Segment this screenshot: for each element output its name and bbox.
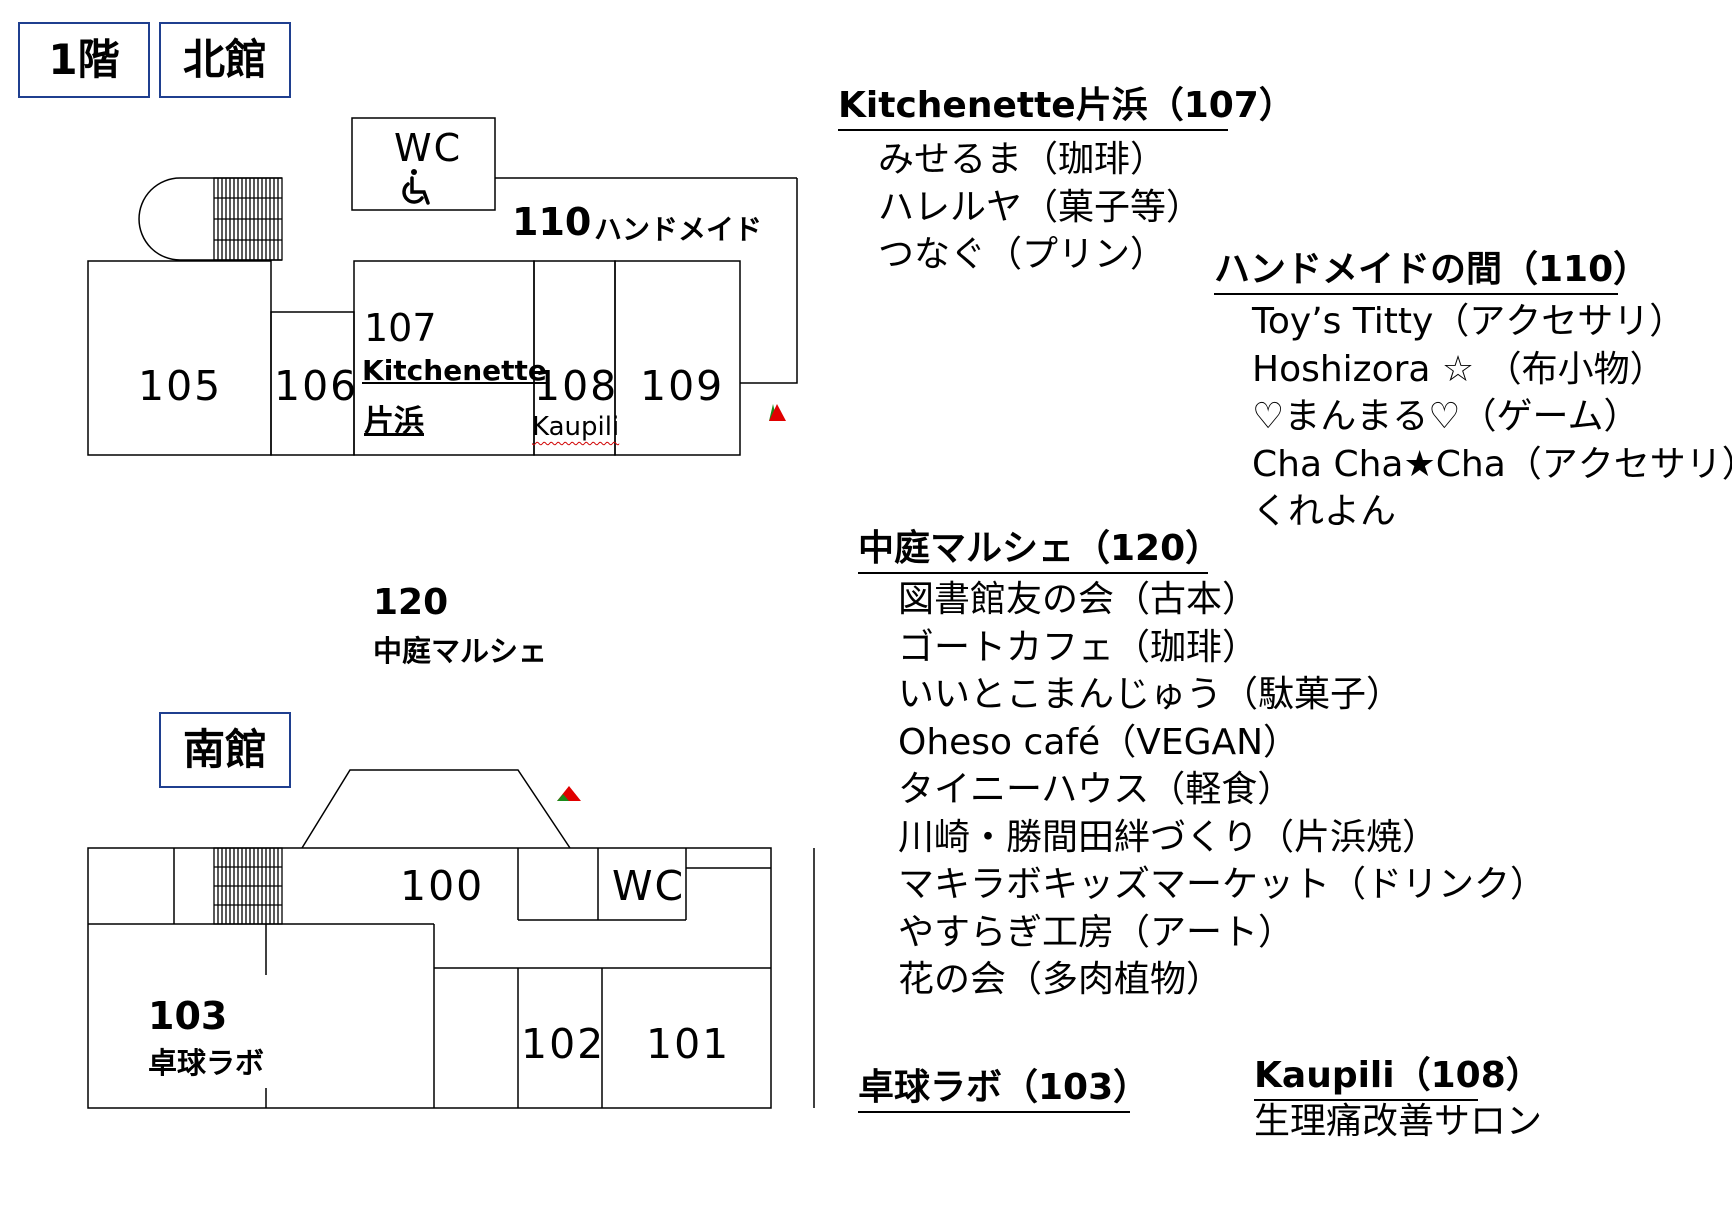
list-item: ゴートカフェ（珈琲） — [898, 626, 1259, 668]
list-item: ♡まんまる♡（ゲーム） — [1252, 396, 1640, 437]
room-101-label: 101 — [646, 1020, 731, 1068]
list-item: Cha Cha★Cha（アクセサリ） — [1252, 443, 1732, 485]
entrance-marker-icon — [769, 404, 786, 421]
room-107-number: 107 — [364, 306, 437, 350]
list-item: タイニーハウス（軽食） — [898, 769, 1294, 810]
north-wc-room — [351, 117, 496, 211]
room-105-label: 105 — [138, 362, 223, 410]
north-building-badge: 北館 — [159, 22, 291, 98]
room-106-label: 106 — [274, 362, 359, 410]
list-item: みせるま（珈琲） — [878, 139, 1167, 180]
kitchenette-list: みせるま（珈琲） ハレルヤ（菓子等） つなぐ（プリン） — [878, 136, 1202, 279]
list-item: つなぐ（プリン） — [878, 234, 1167, 275]
room-108-name: Kaupili — [532, 412, 620, 442]
wheelchair-icon — [402, 169, 430, 205]
courtyard-number: 120 — [373, 582, 449, 623]
marche-heading: 中庭マルシェ（120） — [858, 527, 1221, 574]
list-item: 図書館友の会（古本） — [898, 579, 1259, 620]
entrance-marker-icon — [557, 786, 581, 801]
stairs-icon — [213, 177, 283, 261]
south-building-outline — [87, 847, 772, 1109]
list-item: いいとこまんじゅう（駄菓子） — [898, 674, 1403, 715]
floor-badge: 1階 — [18, 22, 150, 98]
list-item: 川崎・勝間田絆づくり（片浜焼） — [898, 816, 1439, 858]
room-109 — [614, 260, 741, 456]
room-103-name: 卓球ラボ — [148, 1046, 265, 1080]
kaupili-description: 生理痛改善サロン — [1254, 1101, 1543, 1142]
north-wc-label: WC — [394, 126, 463, 170]
room-102-label: 102 — [521, 1020, 606, 1068]
courtyard-name: 中庭マルシェ — [373, 634, 548, 668]
list-item: マキラボキッズマーケット（ドリンク） — [898, 864, 1547, 905]
list-item: Hoshizora ☆ （布小物） — [1252, 348, 1666, 390]
pingpong-heading: 卓球ラボ（103） — [858, 1066, 1149, 1113]
room-110-number: 110 — [512, 200, 592, 244]
south-entrance-hall — [301, 769, 571, 849]
room-107-name: Kitchenette — [362, 354, 547, 387]
south-building-badge: 南館 — [159, 712, 291, 788]
south-wc-label: WC — [612, 862, 686, 910]
list-item: Oheso café（VEGAN） — [898, 721, 1300, 763]
list-item: くれよん — [1252, 491, 1397, 532]
room-105 — [87, 260, 272, 456]
list-item: ハレルヤ（菓子等） — [878, 186, 1203, 228]
stair-landing-north — [138, 177, 282, 261]
room-108-label: 108 — [534, 362, 619, 410]
stairs-icon — [213, 847, 283, 925]
handmade-heading: ハンドメイドの間（110） — [1214, 248, 1649, 295]
room-100-label: 100 — [400, 862, 485, 910]
room-103-number: 103 — [148, 994, 228, 1038]
room-109-label: 109 — [640, 362, 725, 410]
list-item: 花の会（多肉植物） — [898, 959, 1223, 1000]
corridor-110-outline — [740, 178, 798, 384]
handmade-list: Toy’s Titty（アクセサリ） Hoshizora ☆ （布小物） ♡まん… — [1252, 298, 1732, 536]
room-107-name-2: 片浜 — [364, 404, 424, 439]
marche-list: 図書館友の会（古本） ゴートカフェ（珈琲） いいとこまんじゅう（駄菓子） Ohe… — [898, 576, 1546, 1004]
kaupili-heading: Kaupili（108） — [1254, 1054, 1542, 1101]
list-item: Toy’s Titty（アクセサリ） — [1252, 301, 1686, 342]
list-item: やすらぎ工房（アート） — [898, 911, 1295, 953]
kitchenette-heading: Kitchenette片浜（107） — [838, 84, 1295, 131]
room-110-name: ハンドメイド — [594, 213, 763, 246]
